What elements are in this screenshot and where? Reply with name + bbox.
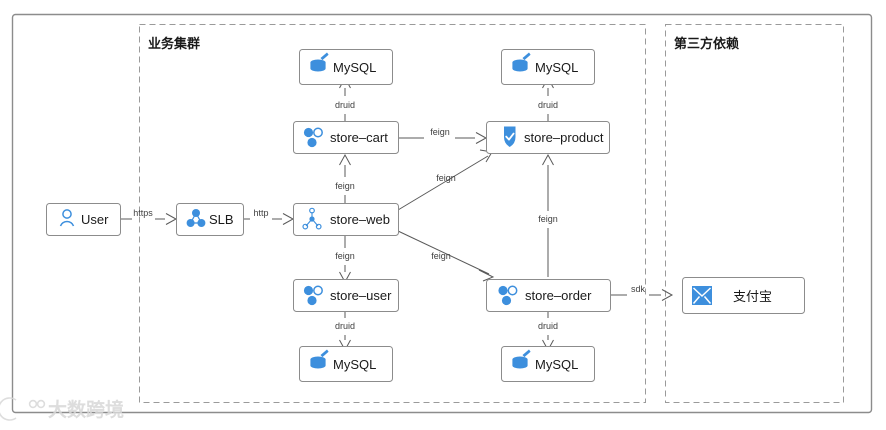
node-label-store-user: store–user [330, 288, 392, 303]
node-alipay[interactable]: 支付宝 [682, 277, 805, 314]
edge-label-druid-product: druid [538, 100, 558, 110]
edge-storeweb-storecart: feign [335, 153, 355, 204]
edge-label-druid-user: druid [335, 321, 355, 331]
group-label-third-party: 第三方依赖 [674, 36, 739, 51]
group-box-business [139, 24, 646, 403]
edge-label-feign-order-product: feign [538, 214, 558, 224]
envelope-icon [692, 286, 712, 305]
edge-slb-storeweb: http [243, 208, 295, 225]
edge-label-feign-product: feign [436, 173, 456, 183]
edge-user-slb: https [120, 208, 178, 225]
node-store-web[interactable]: store–web [293, 203, 399, 236]
edge-label-feign-user: feign [335, 251, 355, 261]
mysql-icon [512, 349, 531, 369]
mysql-icon [512, 52, 531, 72]
edge-storeweb-storeorder: feign [397, 230, 495, 282]
edge-label-feign-order: feign [431, 251, 451, 261]
watermark: 大数跨境 [0, 397, 124, 421]
edge-storeorder-mysql: druid [538, 312, 558, 352]
node-slb[interactable]: SLB [176, 203, 244, 236]
watermark-text: 大数跨境 [48, 398, 124, 421]
network-node-icon [302, 207, 322, 230]
node-label-store-order: store–order [525, 288, 592, 303]
node-label-mysql-cart: MySQL [333, 60, 376, 75]
group-box-third-party [665, 24, 844, 403]
node-label-mysql-product: MySQL [535, 60, 578, 75]
edge-label-druid-cart: druid [335, 100, 355, 110]
node-label-mysql-user: MySQL [333, 357, 376, 372]
node-store-product[interactable]: store–product [486, 121, 610, 154]
node-label-mysql-order: MySQL [535, 357, 578, 372]
node-label-store-cart: store–cart [330, 130, 388, 145]
service-circles-icon [303, 285, 323, 306]
edge-label-feign-cart: feign [335, 181, 355, 191]
mysql-icon [310, 52, 329, 72]
network-cluster-icon [186, 209, 206, 227]
shield-check-icon [503, 126, 516, 147]
service-circles-icon [498, 285, 518, 306]
node-label-store-product: store–product [524, 130, 604, 145]
edge-storeuser-mysql: druid [335, 312, 355, 352]
diagram-outer-frame [11, 13, 873, 414]
node-label-slb: SLB [209, 212, 234, 227]
node-store-user[interactable]: store–user [293, 279, 399, 312]
node-mysql-order[interactable]: MySQL [501, 346, 595, 382]
node-store-order[interactable]: store–order [486, 279, 611, 312]
node-label-alipay: 支付宝 [733, 289, 772, 304]
edge-label-http: http [253, 208, 268, 218]
node-label-user: User [81, 212, 109, 227]
node-mysql-user[interactable]: MySQL [299, 346, 393, 382]
edge-label-feign-cart-product: feign [430, 127, 450, 137]
edge-storeweb-storeuser: feign [335, 236, 355, 284]
user-icon [59, 209, 75, 227]
group-label-business: 业务集群 [148, 36, 200, 51]
edge-label-https: https [133, 208, 153, 218]
service-circles-icon [303, 127, 323, 148]
node-user[interactable]: User [46, 203, 121, 236]
edge-storeweb-storeproduct: feign [397, 149, 493, 211]
edge-label-sdk: sdk [631, 284, 646, 294]
edge-storeorder-storeproduct: feign [538, 153, 558, 277]
edge-storeorder-alipay: sdk [611, 284, 674, 301]
edge-storecart-storeproduct: feign [398, 127, 488, 144]
mysql-icon [310, 349, 329, 369]
node-label-store-web: store–web [330, 212, 390, 227]
node-mysql-product[interactable]: MySQL [501, 49, 595, 85]
node-mysql-cart[interactable]: MySQL [299, 49, 393, 85]
edge-label-druid-order: druid [538, 321, 558, 331]
node-store-cart[interactable]: store–cart [293, 121, 399, 154]
